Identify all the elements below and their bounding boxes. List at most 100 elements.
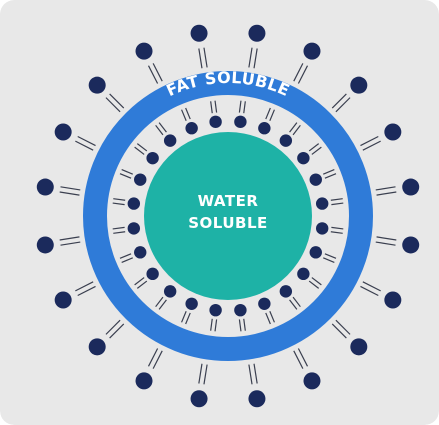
lipid-tail [60,241,81,246]
outer-phospholipid [54,123,96,151]
inner-phospholipid [209,100,222,129]
lipid-tail [323,257,335,263]
outer-phospholipid-layer [36,24,420,408]
lipid-tail [311,146,322,155]
lipid-tail [152,63,163,82]
lipid-tail [253,363,258,384]
lipid-head [209,303,222,317]
lipid-tail [109,93,125,109]
lipid-head [234,115,247,129]
lipid-head [88,76,106,94]
lipid-tail [375,186,396,191]
lipid-tail [308,143,320,152]
lipid-tail [292,296,301,308]
lipid-tail [113,198,126,201]
lipid-head [36,178,54,196]
lipid-head [234,303,247,317]
lipid-tail [105,319,121,335]
lipid-head [248,24,266,42]
lipid-head [163,285,177,298]
lipid-tail [77,285,96,297]
lipid-tail [362,140,381,151]
lipid-tail [134,146,145,155]
lipid-head [279,134,293,147]
lipid-head [315,197,329,210]
lipid-head [146,267,159,281]
lipid-tail [152,350,163,369]
outer-phospholipid [135,42,163,84]
inner-phospholipid [234,303,247,332]
water-soluble-core [144,132,312,300]
lipid-head [134,173,147,186]
water-label: WATER [198,192,259,210]
lipid-head [134,246,147,259]
inner-phospholipid [279,285,301,310]
lipid-tail [335,97,351,113]
outer-phospholipid [375,236,420,254]
lipid-tail [181,109,187,121]
lipid-head [127,197,141,210]
inner-phospholipid [297,267,322,289]
inner-phospholipid [112,222,141,235]
lipid-tail [269,311,275,323]
lipid-tail [59,236,80,241]
lipid-tail [147,348,159,367]
outer-phospholipid [36,236,81,254]
inner-phospholipid [297,143,322,165]
lipid-tail [269,109,275,121]
lipid-tail [109,323,125,339]
lipid-tail [75,281,94,292]
lipid-head [297,267,310,281]
inner-phospholipid [209,303,222,332]
lipid-head [384,291,402,309]
lipid-tail [265,312,271,325]
inner-phospholipid [309,246,337,263]
inner-phospholipid-layer [112,100,344,332]
lipid-head [297,151,310,165]
lipid-tail [105,97,121,113]
lipid-tail [311,277,322,286]
lipid-tail [134,277,145,286]
lipid-head [279,285,293,298]
inner-phospholipid [258,107,275,135]
lipid-head [258,122,271,135]
lipid-head [88,338,106,356]
lipid-tail [214,100,218,113]
outer-phospholipid [190,363,208,408]
lipid-head [248,390,266,408]
outer-phospholipid [190,24,208,69]
outer-phospholipid [135,348,163,390]
inner-phospholipid [119,169,147,186]
lipid-tail [375,241,396,246]
outer-phospholipid [331,319,368,356]
inner-phospholipid [112,197,141,210]
lipid-tail [112,226,125,230]
lipid-head [36,236,54,254]
lipid-head [258,297,271,310]
inner-phospholipid [315,197,344,210]
lipid-head [402,236,420,254]
lipid-head [135,372,153,390]
inner-phospholipid [181,107,198,135]
lipid-tail [136,143,148,152]
lipid-tail [77,135,96,147]
inner-phospholipid [134,267,159,289]
lipid-tail [324,173,337,179]
lipid-head [303,372,321,390]
inner-phospholipid [258,297,275,325]
lipid-tail [214,319,218,332]
outer-phospholipid [248,24,266,69]
inner-phospholipid [181,297,198,325]
soluble-label: SOLUBLE [188,214,268,232]
outer-phospholipid [248,363,266,408]
lipid-tail [331,226,344,230]
lipid-tail [335,319,351,335]
lipid-head [303,42,321,60]
lipid-tail [243,318,246,331]
lipid-tail [185,107,191,120]
lipid-tail [155,124,164,136]
lipid-tail [330,231,343,234]
lipid-head [309,173,322,186]
lipid-tail [331,93,347,109]
